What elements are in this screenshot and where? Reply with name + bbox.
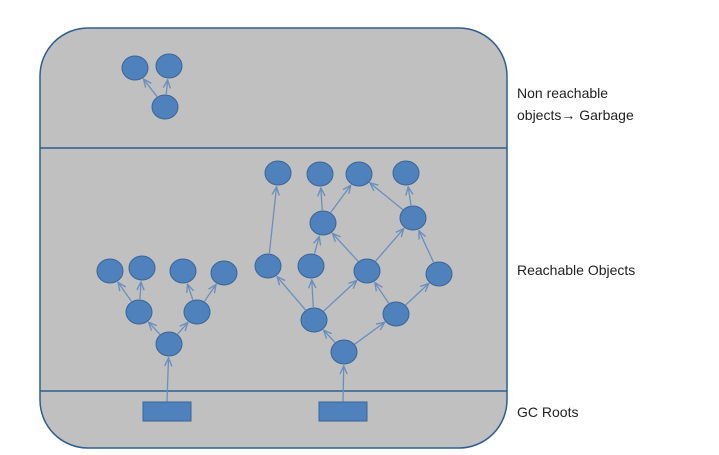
reference-edges [118, 79, 435, 403]
reference-arrow [323, 281, 357, 312]
reachable-object-node [155, 331, 183, 357]
reference-arrow [354, 322, 384, 345]
reference-arrow [312, 280, 314, 308]
reference-arrow [375, 283, 390, 304]
reachable-object-node [399, 205, 427, 231]
garbage-object-node [121, 55, 149, 81]
reference-arrow [140, 282, 141, 300]
heap-panel [39, 27, 508, 449]
reference-arrow [166, 80, 167, 95]
reachable-object-node [96, 258, 124, 284]
reachable-object-node [382, 301, 410, 327]
garbage-section [40, 28, 507, 148]
reachable-object-node [300, 307, 328, 333]
reference-arrow [118, 282, 133, 302]
reference-arrow [321, 188, 322, 211]
reference-arrow [314, 236, 319, 254]
non-reachable-label: Non reachable objects→ Garbage [517, 85, 634, 123]
reference-arrow [167, 358, 169, 403]
reachable-object-node [210, 260, 238, 286]
reachable-object-node [330, 339, 358, 365]
reference-arrow [419, 231, 435, 263]
reference-arrow [375, 229, 404, 262]
garbage-object-node [155, 53, 183, 79]
reference-arrow [370, 183, 404, 211]
reference-arrow [177, 323, 188, 335]
reference-arrow [343, 366, 344, 403]
reference-arrow [277, 277, 307, 311]
gc-roots-label: GC Roots [517, 404, 579, 420]
reachable-object-node [183, 299, 211, 325]
reference-arrow [408, 187, 411, 206]
reference-arrow [144, 79, 158, 98]
reference-arrow [330, 185, 351, 213]
reachable-object-node [125, 299, 153, 325]
gc-root-right [318, 401, 368, 422]
reference-arrow [149, 322, 161, 335]
reachable-object-node [169, 258, 197, 284]
reachable-label: Reachable Objects [517, 262, 636, 278]
gc-roots-section [40, 391, 507, 448]
reference-arrow [332, 233, 359, 262]
object-nodes [96, 53, 453, 365]
reachable-object-node [353, 258, 381, 284]
garbage-object-node [151, 94, 179, 120]
reference-arrow [405, 284, 429, 306]
gc-root-left [142, 401, 192, 422]
reachable-object-node [309, 210, 337, 236]
reachable-object-node [392, 160, 420, 186]
reference-arrow [268, 187, 276, 254]
reachable-object-node [254, 253, 282, 279]
reachable-object-node [345, 161, 373, 187]
reachable-object-node [425, 261, 453, 287]
reachable-object-node [128, 255, 156, 281]
reference-arrow [324, 330, 336, 343]
reachable-object-node [306, 161, 334, 187]
reference-arrow [188, 284, 193, 300]
reachable-object-node [297, 253, 325, 279]
reachable-object-node [264, 160, 292, 186]
reference-arrow [203, 285, 216, 302]
